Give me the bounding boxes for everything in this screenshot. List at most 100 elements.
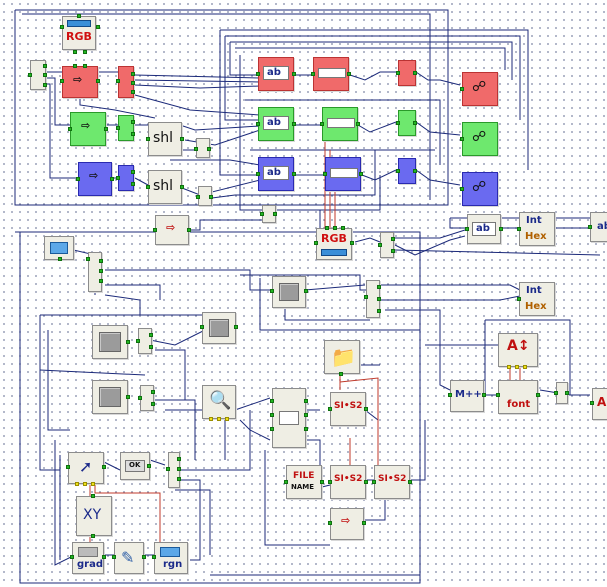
wire [184, 129, 261, 146]
grad-label: grad [77, 559, 103, 570]
search-doc-node[interactable]: 🔍 [202, 385, 236, 421]
split-node[interactable] [28, 60, 47, 90]
si-s2-node-3[interactable]: SI•S2 [372, 465, 412, 499]
shl-label: shl [153, 178, 174, 194]
search-document-icon: 🔍 [209, 390, 232, 411]
m-plus-node[interactable]: M++ [448, 380, 486, 412]
xy-node[interactable]: XY [76, 494, 112, 538]
file-name-node[interactable]: FILE NAME [284, 465, 324, 499]
wire [394, 249, 601, 256]
wire [170, 159, 261, 166]
ok-button-node[interactable]: OK [120, 452, 151, 480]
wire [220, 29, 529, 170]
wire [224, 36, 260, 121]
wire [105, 269, 272, 291]
green-split-node[interactable] [116, 115, 135, 141]
split-node[interactable] [138, 385, 155, 411]
hex-label: Hex [525, 231, 547, 242]
green-slider-node[interactable] [320, 107, 360, 141]
rgb-label: RGB [66, 30, 92, 43]
green-switch-node[interactable] [396, 110, 417, 136]
panel-node-1[interactable] [270, 276, 308, 308]
split-node[interactable] [86, 252, 103, 292]
small-split-node[interactable] [196, 186, 213, 206]
tree-icon: ☍ [472, 179, 487, 195]
blue-convert-node[interactable]: ⇨ [76, 162, 114, 196]
green-tree-node[interactable]: ☍ [460, 122, 498, 156]
blue-slider-node[interactable] [323, 157, 363, 191]
split-node[interactable] [166, 452, 181, 488]
rgb-node-top[interactable]: RGB [60, 14, 100, 54]
wire [425, 344, 501, 365]
red-ab-node[interactable]: ab [256, 57, 296, 91]
int-hex-node-2[interactable]: Int Hex [517, 282, 555, 316]
split-node[interactable] [554, 382, 569, 404]
text-style-node[interactable]: A↕ [498, 333, 538, 369]
ab-label: ab [267, 167, 281, 178]
rgb-node-mid[interactable]: RGB [314, 226, 354, 260]
wire [305, 439, 321, 470]
int-label: Int [526, 285, 542, 296]
text-style-icon: A [597, 395, 607, 409]
red-convert-node[interactable]: ⇨ [60, 64, 100, 98]
si-s2-label: SI•S2 [334, 401, 363, 411]
wire [415, 71, 461, 86]
small-split-node[interactable] [260, 205, 277, 223]
blue-ab-node[interactable]: ab [256, 157, 296, 191]
green-ab-node[interactable]: ab [256, 107, 296, 141]
wire [14, 9, 449, 206]
green-convert-node[interactable]: ⇨ [68, 112, 108, 146]
si-s2-node-2[interactable]: SI•S2 [328, 465, 368, 499]
text-style-icon: A↕ [507, 338, 530, 354]
font-node[interactable]: font [496, 380, 540, 414]
wire [361, 169, 397, 181]
pointer-node[interactable]: ➚ [66, 452, 106, 486]
split-node[interactable] [364, 280, 381, 318]
split-node[interactable] [378, 232, 395, 258]
si-s2-label: SI•S2 [378, 474, 407, 484]
panel-node-3[interactable] [200, 312, 238, 344]
split-node[interactable] [136, 328, 153, 354]
window-node[interactable] [44, 236, 74, 261]
wire [245, 99, 441, 165]
si-s2-node-1[interactable]: SI•S2 [328, 392, 368, 426]
wire [449, 218, 465, 229]
blue-switch-node[interactable] [396, 158, 417, 184]
paint-node[interactable]: ✎ [112, 542, 146, 574]
convert-node-bottom[interactable]: ⇨ [328, 508, 366, 540]
tree-icon: ☍ [472, 79, 487, 95]
wire [349, 71, 396, 81]
folder-node[interactable]: 📁 [324, 340, 360, 376]
blue-split-node[interactable] [116, 165, 135, 191]
shl-node-1[interactable]: shl [146, 122, 184, 156]
wire [415, 169, 461, 186]
red-split-node[interactable] [116, 66, 135, 98]
wire [149, 329, 206, 346]
ab-node-edge[interactable]: ab [588, 212, 607, 242]
wire [259, 278, 420, 331]
rgn-node[interactable]: rgn [152, 542, 188, 574]
wire [230, 41, 513, 80]
panel-node-2[interactable] [92, 325, 130, 359]
red-slider-node[interactable] [311, 57, 351, 91]
shl-node-2[interactable]: shl [146, 170, 184, 204]
ab-node-right[interactable]: ab [465, 214, 503, 244]
grad-node[interactable]: grad [70, 542, 106, 574]
wire [485, 319, 571, 395]
wire [365, 490, 386, 521]
int-hex-node-1[interactable]: Int Hex [517, 212, 555, 246]
file-label: FILE [293, 471, 315, 481]
convert-icon: ⇨ [341, 514, 351, 527]
small-split-node[interactable] [194, 138, 211, 158]
panel-node-4[interactable] [92, 380, 130, 414]
red-switch-node[interactable] [396, 60, 417, 86]
red-tree-node[interactable]: ☍ [460, 72, 498, 106]
wire [395, 229, 466, 239]
blue-tree-node[interactable]: ☍ [460, 172, 498, 206]
convert-node[interactable]: ⇨ [153, 215, 191, 245]
wire [15, 231, 421, 584]
text-style-node-edge[interactable]: A [590, 388, 607, 420]
wire [394, 235, 466, 256]
wire [22, 13, 431, 200]
list-node[interactable] [270, 388, 308, 448]
